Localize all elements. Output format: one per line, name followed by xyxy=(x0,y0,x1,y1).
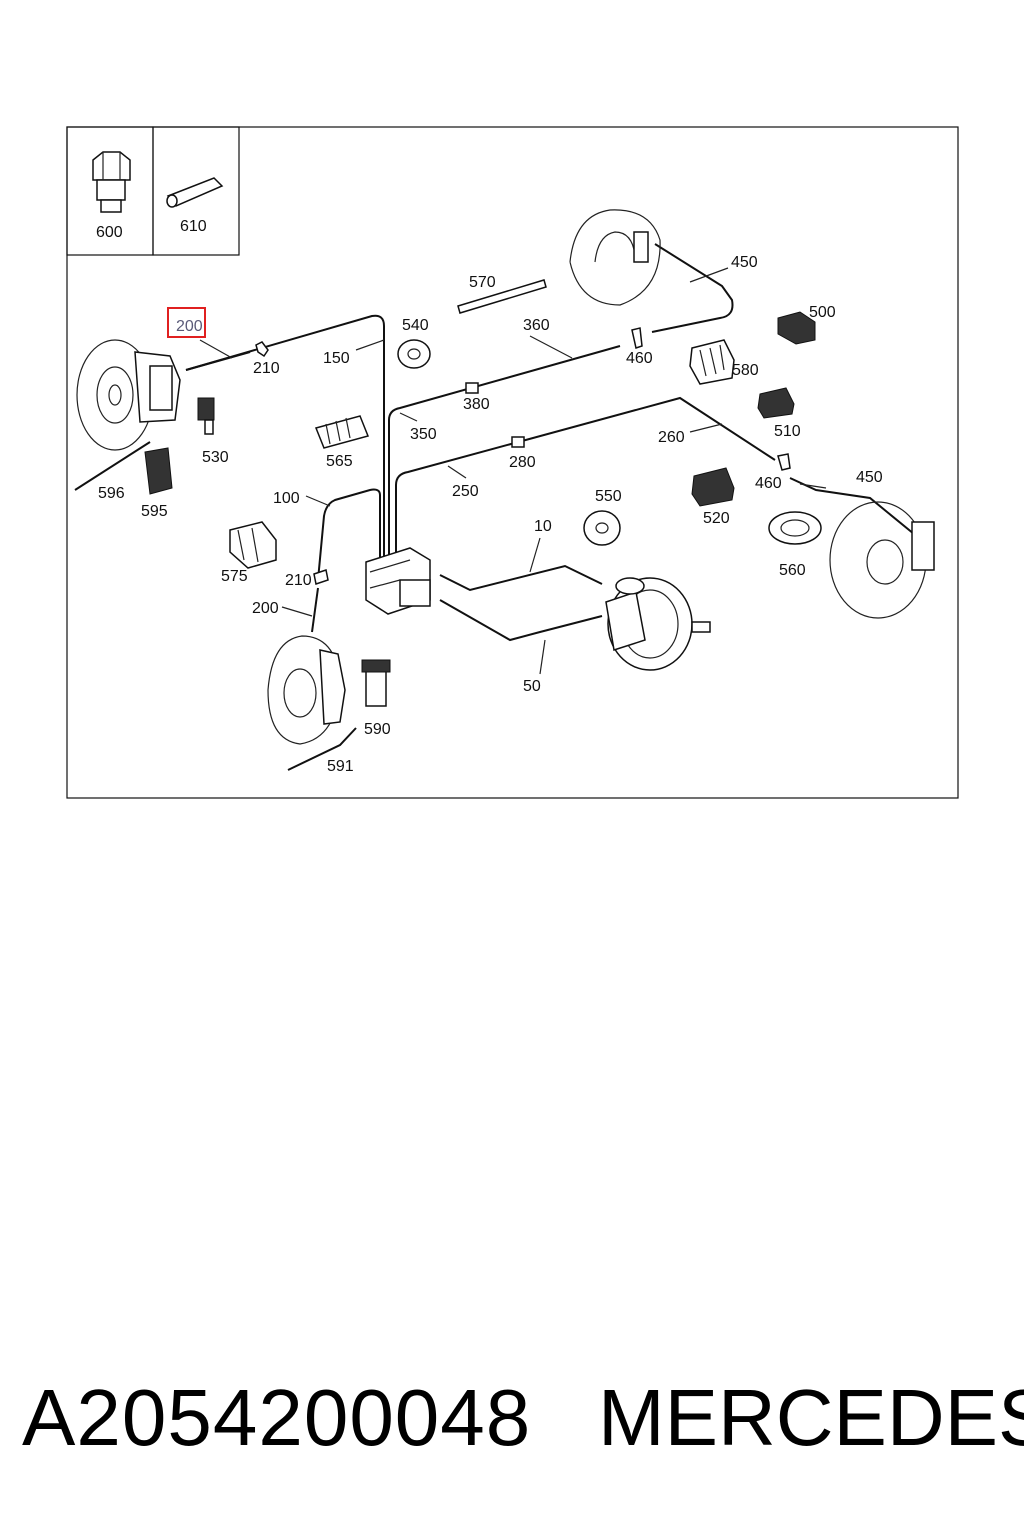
callout-450: 450 xyxy=(731,254,758,271)
callout-530: 530 xyxy=(202,449,229,466)
right-rear-brake-disc xyxy=(829,501,935,619)
part-550-grommet xyxy=(583,510,621,546)
brake-booster xyxy=(605,577,711,671)
callout-596: 596 xyxy=(98,485,125,502)
callout-210: 210 xyxy=(253,360,280,377)
part-590-sensor xyxy=(361,659,391,707)
brake-lines xyxy=(74,243,915,771)
part-580-block xyxy=(689,339,735,385)
diagram-frame xyxy=(66,126,959,799)
callout-500: 500 xyxy=(809,304,836,321)
callout-260: 260 xyxy=(658,429,685,446)
part-560-grommet xyxy=(768,511,822,545)
callout-570: 570 xyxy=(469,274,496,291)
callout-540: 540 xyxy=(402,317,429,334)
part-210-clip-lower xyxy=(313,569,329,585)
left-rear-brake-disc xyxy=(76,339,181,451)
part-610-sleeve xyxy=(166,177,224,208)
part-540-grommet xyxy=(397,339,431,369)
callout-550: 550 xyxy=(595,488,622,505)
brake-system-diagram: 200 600 610 210 150 540 570 360 460 450 … xyxy=(66,126,959,799)
part-510-block xyxy=(757,387,795,419)
callout-10: 10 xyxy=(534,518,552,535)
part-570-strip xyxy=(457,279,547,314)
callout-210b: 210 xyxy=(285,572,312,589)
callout-595: 595 xyxy=(141,503,168,520)
callout-50: 50 xyxy=(523,678,541,695)
callout-380: 380 xyxy=(463,396,490,413)
part-520-block xyxy=(691,467,735,507)
callout-150: 150 xyxy=(323,350,350,367)
footer: A2054200048 MERCEDES xyxy=(0,1368,1024,1478)
callout-350: 350 xyxy=(410,426,437,443)
callout-590: 590 xyxy=(364,721,391,738)
callout-460b: 460 xyxy=(755,475,782,492)
left-front-brake-disc xyxy=(267,635,346,745)
part-460-clip-top xyxy=(631,327,643,349)
callout-575: 575 xyxy=(221,568,248,585)
brand-name: MERCEDES xyxy=(598,1373,1024,1462)
part-280-connector xyxy=(511,436,525,448)
part-600-nut xyxy=(92,151,131,213)
callout-280: 280 xyxy=(509,454,536,471)
leader-lines xyxy=(199,267,827,675)
callout-520: 520 xyxy=(703,510,730,527)
part-380-connector xyxy=(465,382,479,394)
callout-560: 560 xyxy=(779,562,806,579)
callout-250: 250 xyxy=(452,483,479,500)
callout-360: 360 xyxy=(523,317,550,334)
part-575-block xyxy=(229,521,277,569)
callout-565: 565 xyxy=(326,453,353,470)
right-front-brake-disc-top xyxy=(569,209,661,306)
part-530-sensor xyxy=(197,397,215,435)
part-595-actuator xyxy=(144,447,173,495)
callout-600: 600 xyxy=(96,224,123,241)
part-500-block xyxy=(777,311,816,345)
callout-100: 100 xyxy=(273,490,300,507)
callout-labels: 600 610 210 150 540 570 360 460 450 500 … xyxy=(96,218,883,775)
abs-hydraulic-unit xyxy=(365,547,431,615)
part-565-clip xyxy=(314,415,370,449)
highlight-label: 200 xyxy=(176,318,203,335)
callout-450b: 450 xyxy=(856,469,883,486)
callout-200b: 200 xyxy=(252,600,279,617)
callout-460: 460 xyxy=(626,350,653,367)
highlight-box xyxy=(167,307,206,338)
inset-box xyxy=(66,126,240,256)
callout-510: 510 xyxy=(774,423,801,440)
part-number: A2054200048 xyxy=(22,1373,532,1462)
callout-610: 610 xyxy=(180,218,207,235)
part-460-clip-bottom xyxy=(777,453,791,471)
callout-591: 591 xyxy=(327,758,354,775)
part-210-clip-upper xyxy=(255,341,269,358)
callout-580: 580 xyxy=(732,362,759,379)
